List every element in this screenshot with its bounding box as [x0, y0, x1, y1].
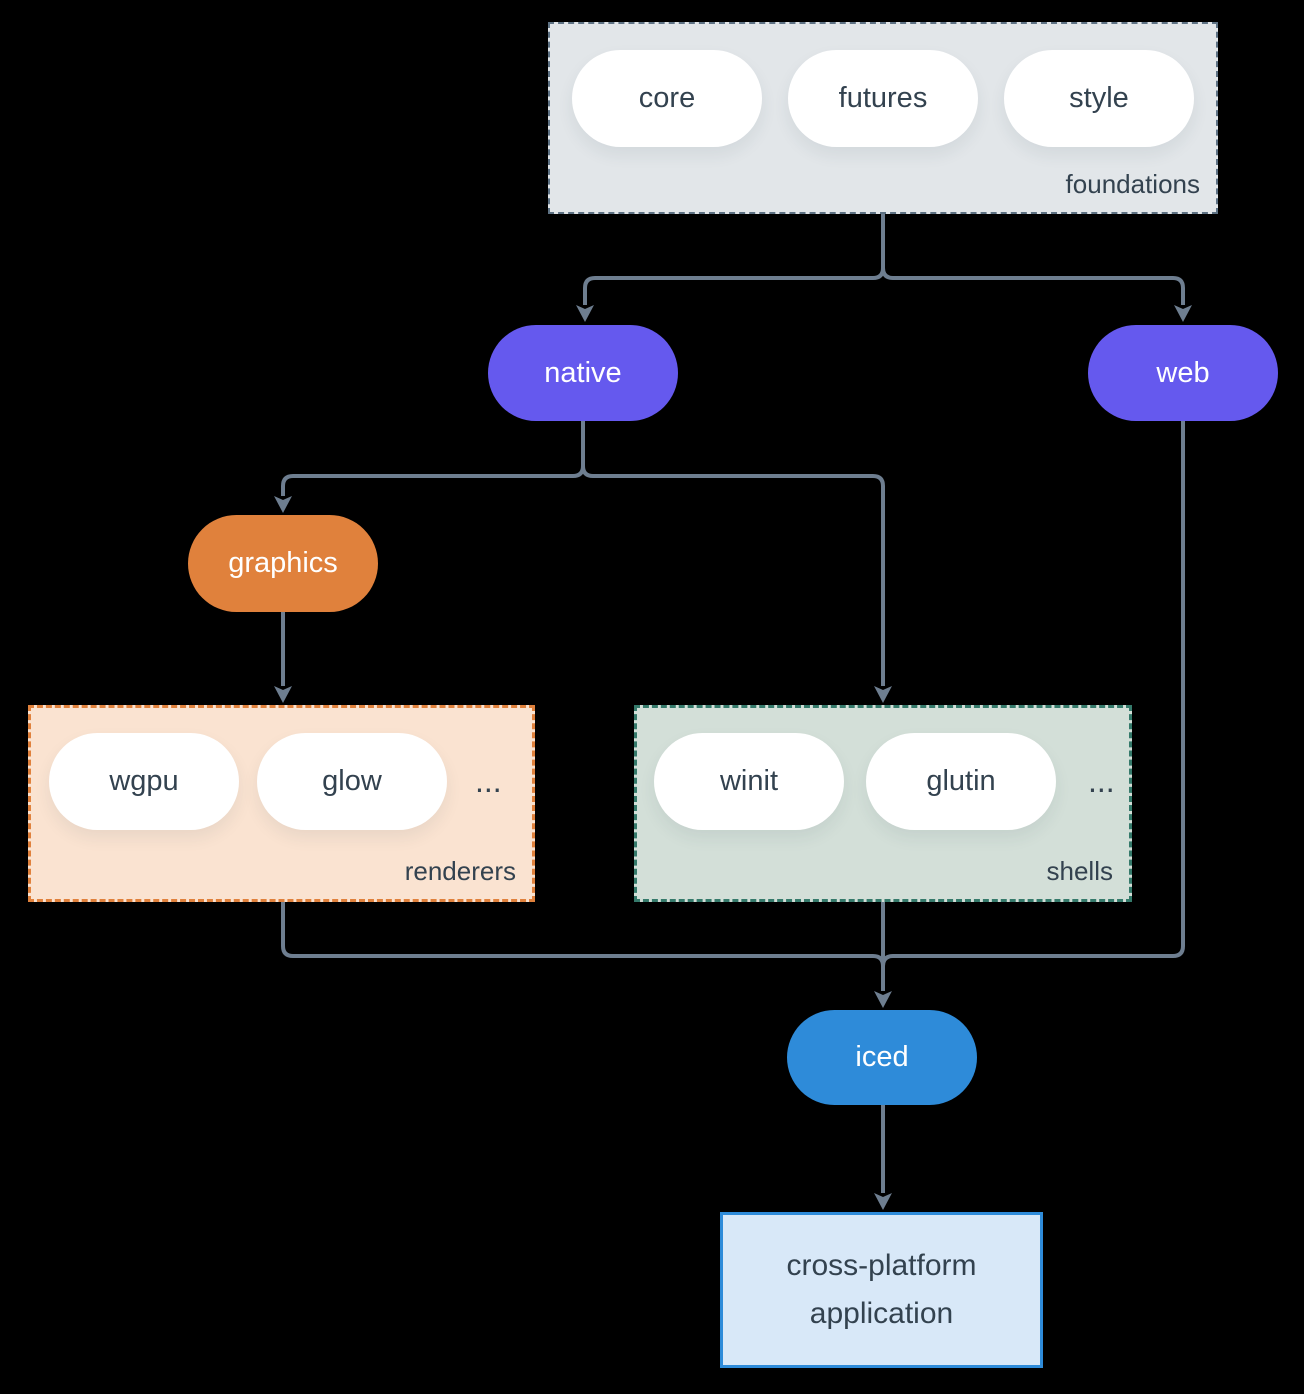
renderers-group-label: renderers	[404, 856, 516, 886]
arrowhead-native	[576, 305, 594, 322]
node-wgpu-label: wgpu	[109, 765, 179, 797]
node-futures-label: futures	[838, 82, 928, 114]
node-glutin: glutin	[866, 733, 1056, 830]
arrowhead-shells	[874, 686, 892, 703]
shells-group: winit glutin ... shells	[634, 705, 1132, 902]
connector-native-shells	[581, 421, 885, 686]
node-glow-label: glow	[322, 765, 382, 797]
foundations-pills: core futures style	[572, 50, 1194, 147]
renderers-ellipsis: ...	[475, 763, 502, 799]
arrowhead-graphics	[274, 496, 292, 513]
node-wgpu: wgpu	[49, 733, 239, 830]
shells-pills: winit glutin ...	[654, 733, 1115, 830]
node-style: style	[1004, 50, 1194, 147]
application-label: cross-platform application	[786, 1249, 977, 1330]
node-web-label: web	[1156, 356, 1210, 389]
node-glow: glow	[257, 733, 447, 830]
renderers-pills: wgpu glow ...	[49, 733, 502, 830]
node-iced-label: iced	[855, 1041, 909, 1073]
node-native: native	[488, 325, 678, 421]
node-graphics: graphics	[188, 515, 378, 612]
shells-group-label: shells	[1046, 856, 1113, 886]
arrowhead-application	[874, 1193, 892, 1210]
connector-foundations-native	[583, 214, 885, 305]
arrowhead-iced	[874, 991, 892, 1008]
shells-ellipsis: ...	[1088, 763, 1115, 799]
node-core-label: core	[638, 82, 696, 114]
renderers-group: wgpu glow ... renderers	[28, 705, 535, 902]
connector-native-graphics	[281, 421, 585, 496]
arrowhead-renderers	[274, 686, 292, 703]
node-glutin-label: glutin	[926, 765, 996, 797]
arrowhead-web	[1174, 305, 1192, 322]
node-iced: iced	[787, 1010, 977, 1105]
connector-foundations-web	[881, 214, 1185, 305]
node-futures: futures	[788, 50, 978, 147]
foundations-group: core futures style foundations	[548, 22, 1218, 214]
node-cross-platform-application: cross-platform application	[720, 1212, 1043, 1368]
node-web: web	[1088, 325, 1278, 421]
node-core: core	[572, 50, 762, 147]
node-winit-label: winit	[719, 765, 778, 797]
foundations-group-label: foundations	[1065, 169, 1200, 199]
node-winit: winit	[654, 733, 844, 830]
connector-renderers-iced	[281, 902, 885, 991]
node-style-label: style	[1069, 82, 1129, 114]
node-native-label: native	[544, 356, 622, 389]
node-graphics-label: graphics	[228, 547, 338, 579]
